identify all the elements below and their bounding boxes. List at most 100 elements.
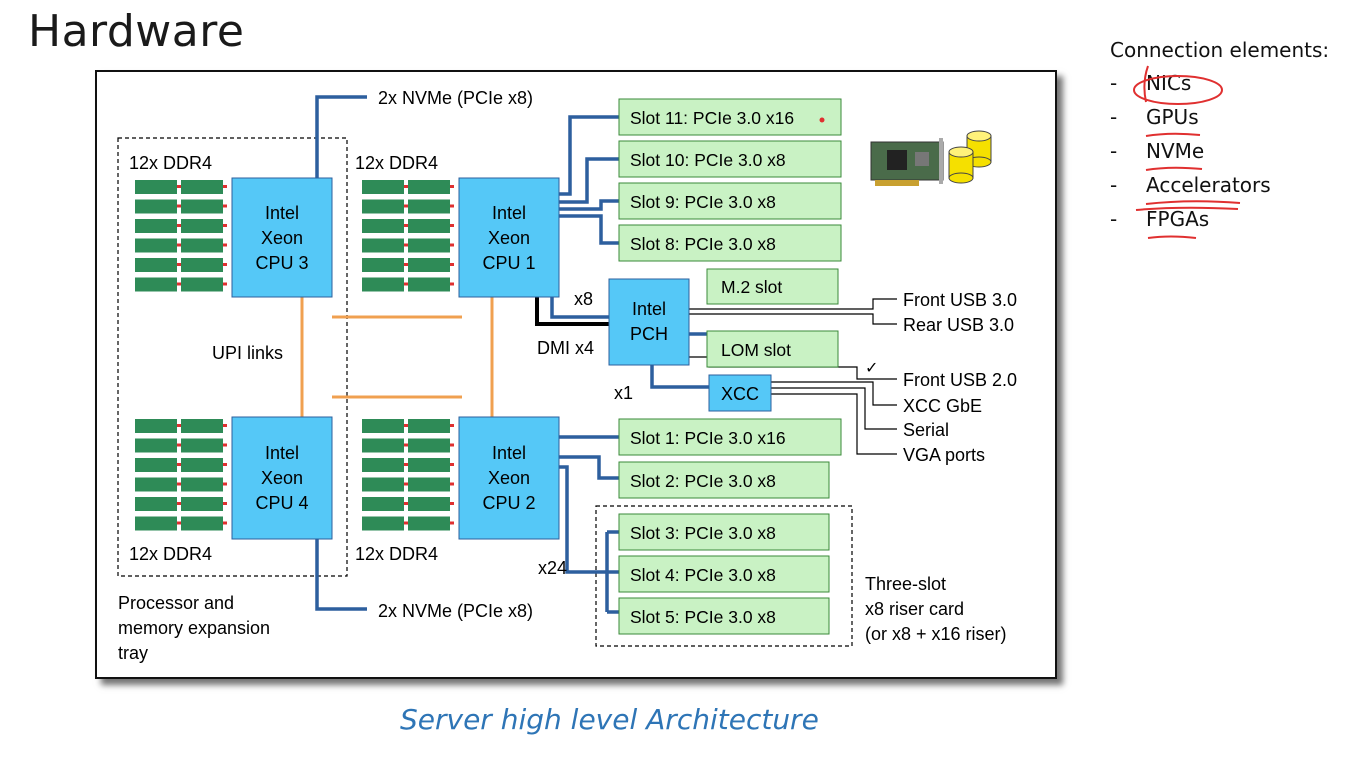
dimm-connector [450, 224, 454, 227]
dimm-module [408, 277, 450, 292]
list-item-label: GPUs [1146, 105, 1199, 129]
svg-text:CPU 2: CPU 2 [482, 493, 535, 513]
pcie-card-image [870, 138, 944, 186]
ddr-label: 12x DDR4 [129, 153, 212, 173]
dimm-module [135, 219, 177, 233]
tray-label: tray [118, 643, 148, 663]
svg-text:Slot 3: PCIe 3.0 x8: Slot 3: PCIe 3.0 x8 [630, 523, 776, 543]
dimm-module [135, 277, 177, 292]
port-label: Front USB 2.0 [903, 370, 1017, 390]
svg-text:Xeon: Xeon [261, 228, 303, 248]
xcc: XCC [708, 374, 772, 412]
dimm-module [135, 199, 177, 214]
dimm-connector [177, 463, 181, 466]
svg-text:Slot 1: PCIe 3.0 x16: Slot 1: PCIe 3.0 x16 [630, 428, 786, 448]
lom-slot: LOM slot [706, 330, 839, 368]
dimm-module [135, 438, 177, 453]
dimm-connector [223, 263, 227, 266]
cpu-4: Intel Xeon CPU 4 [231, 416, 333, 540]
dimm-module [408, 516, 450, 531]
dimm-module [181, 419, 223, 433]
slot-9: Slot 9: PCIe 3.0 x8 [618, 182, 842, 220]
svg-text:Intel: Intel [492, 203, 526, 223]
dimm-module [135, 258, 177, 272]
dimm-module [408, 458, 450, 472]
slot-4: Slot 4: PCIe 3.0 x8 [618, 555, 830, 593]
notes-title: Connection elements: [1110, 38, 1330, 62]
svg-text:Slot 8: PCIe 3.0 x8: Slot 8: PCIe 3.0 x8 [630, 234, 776, 254]
port-label: Front USB 3.0 [903, 290, 1017, 310]
dimm-connector [177, 521, 181, 525]
svg-text:Intel: Intel [632, 299, 666, 319]
dimm-module [362, 199, 404, 214]
slot-1: Slot 1: PCIe 3.0 x16 [618, 418, 842, 456]
dimm-connector [223, 282, 227, 286]
dimm-connector [450, 463, 454, 466]
dimm-module [181, 438, 223, 453]
dimm-connector [404, 185, 408, 188]
dimm-module [181, 477, 223, 492]
nvme-top-label: 2x NVMe (PCIe x8) [378, 88, 533, 108]
port-label: VGA ports [903, 445, 985, 465]
dimm-module [181, 219, 223, 233]
slot-11: Slot 11: PCIe 3.0 x16 [618, 98, 842, 136]
dimm-connector [404, 263, 408, 266]
dimm-connector [223, 243, 227, 247]
dimm-module [181, 277, 223, 292]
x8-label: x8 [574, 289, 593, 309]
ddr-label: 12x DDR4 [355, 544, 438, 564]
svg-text:Slot 4: PCIe 3.0 x8: Slot 4: PCIe 3.0 x8 [630, 565, 776, 585]
cpu-1: Intel Xeon CPU 1 [458, 177, 560, 298]
dimm-connector [177, 482, 181, 486]
dimm-module [408, 477, 450, 492]
dimm-connector [404, 502, 408, 505]
list-item-label: Accelerators [1146, 173, 1271, 197]
dimm-connector [223, 521, 227, 525]
svg-text:CPU 4: CPU 4 [255, 493, 308, 513]
dimm-connector [177, 263, 181, 266]
svg-text:Slot 5: PCIe 3.0 x8: Slot 5: PCIe 3.0 x8 [630, 607, 776, 627]
list-item: -NICs [1110, 71, 1192, 95]
dimm-module [408, 238, 450, 253]
dimm-module [362, 180, 404, 194]
slot-10: Slot 10: PCIe 3.0 x8 [618, 140, 842, 178]
dimm-connector [177, 204, 181, 208]
dimm-module [181, 458, 223, 472]
dimm-connector [404, 482, 408, 486]
svg-text:PCH: PCH [630, 324, 668, 344]
dmi-label: DMI x4 [537, 338, 594, 358]
dimm-connector [223, 224, 227, 227]
dimm-module [181, 199, 223, 214]
riser-label: x8 riser card [865, 599, 964, 619]
port-label: Rear USB 3.0 [903, 315, 1014, 335]
dimm-connector [177, 185, 181, 188]
pcie-buses [315, 95, 709, 614]
list-item: -GPUs [1110, 105, 1199, 129]
dimm-module [362, 458, 404, 472]
dimm-module [362, 277, 404, 292]
dimm-connector [404, 204, 408, 208]
svg-text:Intel: Intel [265, 203, 299, 223]
m2-slot: M.2 slot [706, 268, 839, 305]
dimm-connector [404, 443, 408, 447]
dimm-connector [450, 263, 454, 266]
dimm-module [362, 497, 404, 511]
dimm-module [362, 219, 404, 233]
svg-text:Xeon: Xeon [488, 228, 530, 248]
svg-text:M.2 slot: M.2 slot [721, 277, 782, 297]
riser-card-outline [595, 505, 853, 647]
dimm-connector [177, 443, 181, 447]
slot-5: Slot 5: PCIe 3.0 x8 [618, 597, 830, 635]
dimm-connector [450, 482, 454, 486]
dimm-connector [404, 424, 408, 427]
dimm-connector [223, 443, 227, 447]
svg-text:Xeon: Xeon [488, 468, 530, 488]
connection-elements-notes: Connection elements: -NICs -GPUs -NVMe -… [1110, 38, 1330, 239]
dimm-connector [450, 185, 454, 188]
dimm-module [408, 258, 450, 272]
dimm-module [408, 419, 450, 433]
port-label: Serial [903, 420, 949, 440]
dimm-connector [223, 463, 227, 466]
x24-label: x24 [538, 558, 567, 578]
list-item: -FPGAs [1110, 207, 1210, 231]
